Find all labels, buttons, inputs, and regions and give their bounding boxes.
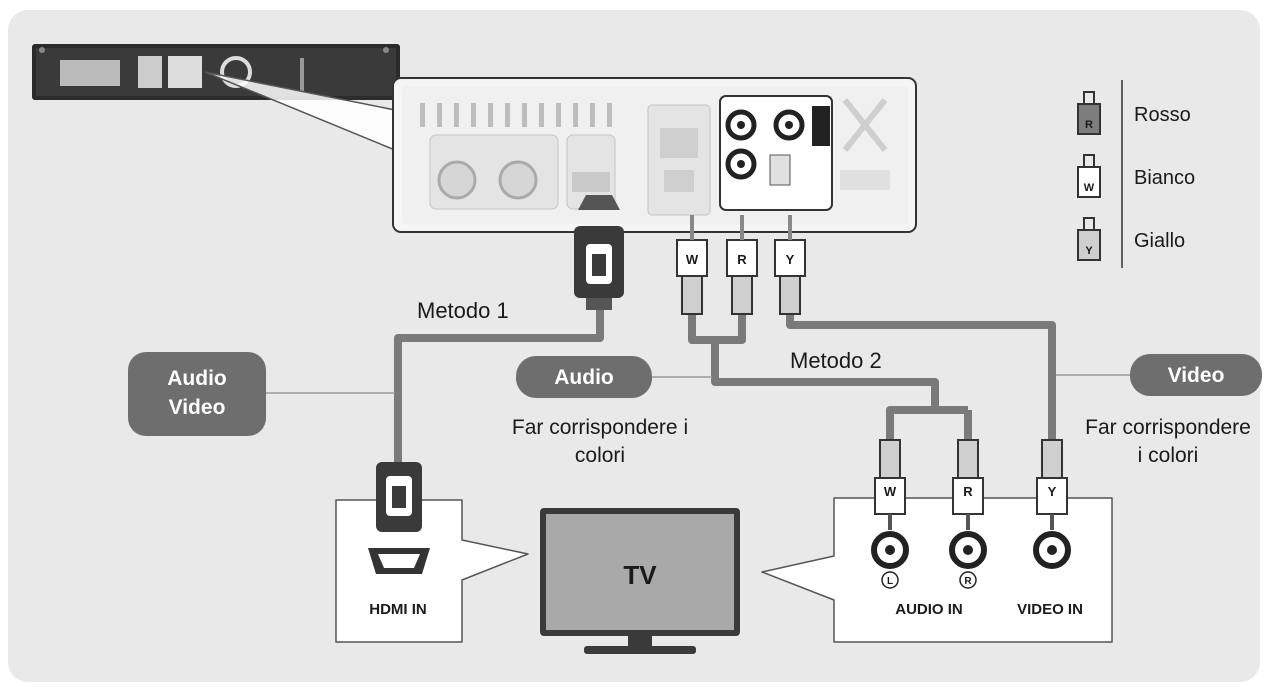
audio-pill-label: Audio [554, 366, 613, 389]
plug-label-white-bottom: W [884, 484, 897, 499]
method-2-label: Metodo 2 [790, 348, 882, 373]
audio-video-pill-line2: Video [169, 396, 226, 419]
legend-letter: W [1084, 182, 1095, 194]
tv-icon [540, 508, 740, 654]
legend-plug-icon [1077, 91, 1101, 135]
video-pill-label: Video [1168, 364, 1225, 387]
audio-pill [516, 356, 652, 398]
legend-label-rosso: Rosso [1134, 104, 1191, 126]
legend-label-bianco: Bianco [1134, 167, 1195, 189]
hdmi-in-label: HDMI IN [369, 601, 427, 618]
audio-in-label: AUDIO IN [895, 601, 963, 618]
legend-label-giallo: Giallo [1134, 230, 1185, 252]
legend-plug-icon [1077, 217, 1101, 261]
video-in-label: VIDEO IN [1017, 601, 1083, 618]
video-pill [1130, 354, 1262, 396]
jack-left-label: L [887, 576, 893, 587]
cables [394, 305, 1056, 462]
legend-plug-icon [1077, 154, 1101, 198]
plug-label-red-top: R [737, 252, 747, 267]
method-1-label: Metodo 1 [417, 298, 509, 323]
player-thumbnail [32, 44, 400, 100]
hdmi-plug-top [574, 195, 624, 310]
plug-label-red-bottom: R [963, 484, 973, 499]
av-in-callout [761, 439, 1113, 643]
back-panel-zoom [392, 77, 917, 233]
plug-label-white-top: W [686, 252, 699, 267]
audio-match-note-line2: colori [575, 444, 625, 467]
rca-plugs-top [676, 215, 806, 315]
plug-label-yellow-top: Y [786, 252, 795, 267]
legend-letter: R [1085, 119, 1093, 131]
video-match-note-line2: i colori [1138, 444, 1199, 467]
audio-video-pill-line1: Audio [167, 367, 226, 390]
jack-right-label: R [964, 576, 972, 587]
audio-video-pill [128, 352, 266, 436]
audio-match-note-line1: Far corrispondere i [512, 416, 688, 439]
hdmi-in-callout [335, 462, 529, 643]
tv-label: TV [623, 560, 657, 590]
video-match-note-line1: Far corrispondere [1085, 416, 1251, 439]
plug-label-yellow-bottom: Y [1048, 484, 1057, 499]
legend-letter: Y [1085, 245, 1093, 257]
color-legend [1077, 80, 1123, 268]
